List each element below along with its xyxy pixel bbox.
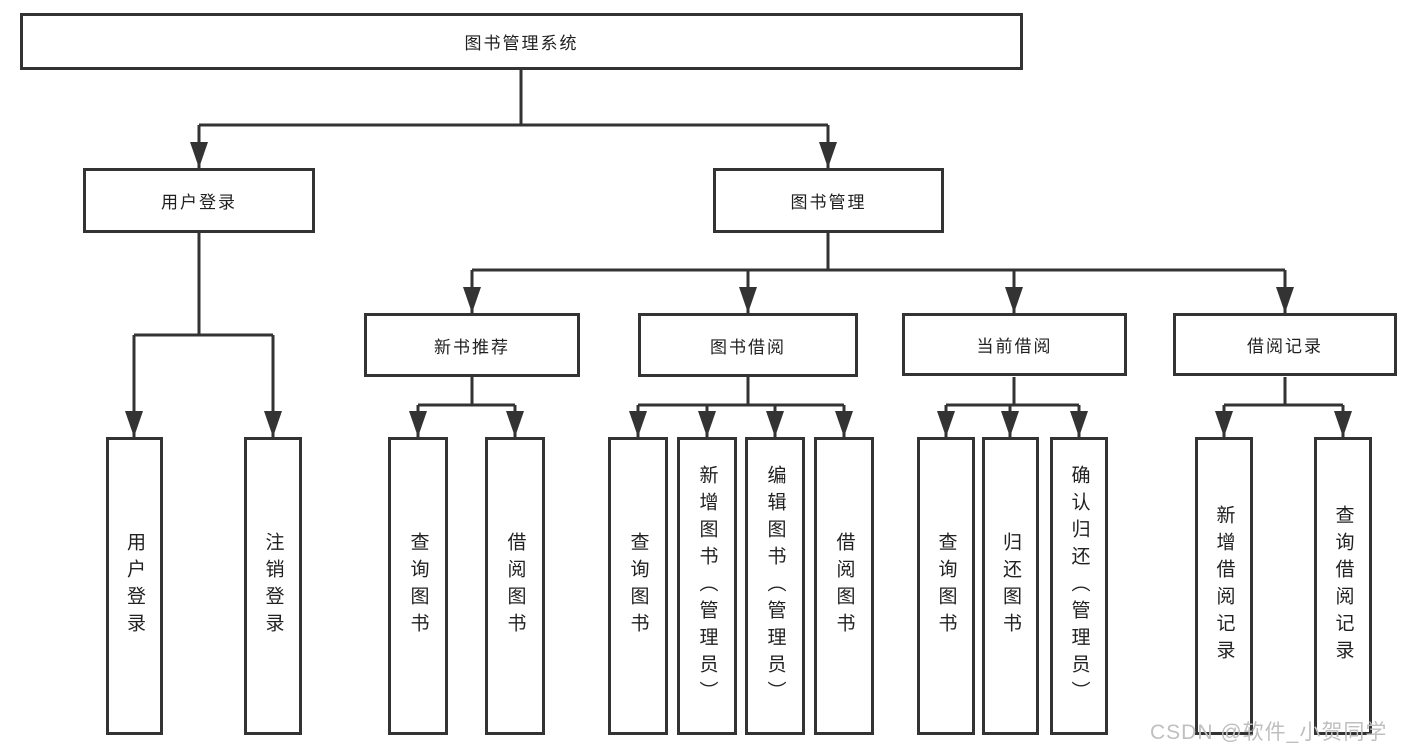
node-user-login: 用户登录 bbox=[83, 168, 315, 233]
arrowhead-icon bbox=[409, 411, 427, 437]
node-borrowing-records-label: 借阅记录 bbox=[1247, 337, 1323, 356]
node-root-library-system: 图书管理系统 bbox=[20, 13, 1023, 70]
connector-book-mgmt-to-level3 bbox=[463, 233, 1294, 313]
arrowhead-icon bbox=[629, 411, 647, 437]
connector-root-to-level2 bbox=[190, 70, 837, 168]
arrowhead-icon bbox=[264, 411, 282, 437]
arrowhead-icon bbox=[1276, 287, 1294, 313]
connector-new-book-rec-to-leaves bbox=[409, 377, 524, 437]
leaf-bb-query-books-label: 查询图书 bbox=[627, 532, 649, 640]
leaf-logout-label: 注销登录 bbox=[262, 532, 284, 640]
leaf-cb-confirm-return-admin-label: 确认归还（管理员） bbox=[1068, 464, 1090, 708]
leaf-rec-query-books-label: 查询图书 bbox=[407, 532, 429, 640]
leaf-br-add-record-label: 新增借阅记录 bbox=[1213, 505, 1235, 667]
node-book-borrowing-label: 图书借阅 bbox=[710, 337, 786, 357]
leaf-rec-query-books: 查询图书 bbox=[388, 437, 448, 735]
arrowhead-icon bbox=[1005, 287, 1023, 313]
arrowhead-icon bbox=[190, 142, 208, 168]
connector-borrow-record-to-leaves bbox=[1215, 377, 1352, 437]
leaf-cb-query-books-label: 查询图书 bbox=[935, 532, 957, 640]
node-book-management-label: 图书管理 bbox=[790, 193, 867, 212]
leaf-rec-borrow-books-label: 借阅图书 bbox=[504, 532, 526, 640]
leaf-bb-query-books: 查询图书 bbox=[608, 437, 668, 735]
leaf-logout: 注销登录 bbox=[244, 437, 302, 735]
node-root-label: 图书管理系统 bbox=[464, 34, 579, 53]
arrowhead-icon bbox=[698, 411, 716, 437]
leaf-br-add-record: 新增借阅记录 bbox=[1195, 437, 1253, 735]
arrowhead-icon bbox=[937, 411, 955, 437]
node-current-borrowing-label: 当前借阅 bbox=[976, 337, 1053, 356]
arrowhead-icon bbox=[766, 411, 784, 437]
arrowhead-icon bbox=[1001, 411, 1019, 437]
leaf-bb-edit-books-admin-label: 编辑图书（管理员） bbox=[764, 464, 786, 708]
leaf-cb-confirm-return-admin: 确认归还（管理员） bbox=[1050, 437, 1108, 735]
arrowhead-icon bbox=[1215, 411, 1233, 437]
node-book-borrowing: 图书借阅 bbox=[638, 313, 858, 377]
watermark: CSDN @软件_小贺同学 bbox=[1150, 721, 1388, 744]
node-user-login-label: 用户登录 bbox=[161, 193, 237, 212]
leaf-bb-edit-books-admin: 编辑图书（管理员） bbox=[745, 437, 805, 735]
connector-book-borrow-to-leaves bbox=[629, 377, 853, 437]
leaf-rec-borrow-books: 借阅图书 bbox=[485, 437, 545, 735]
node-book-management: 图书管理 bbox=[713, 168, 944, 233]
arrowhead-icon bbox=[125, 411, 143, 437]
connector-user-login-to-leaves bbox=[125, 233, 282, 437]
connector-current-borrow-to-leaves bbox=[937, 377, 1088, 437]
leaf-cb-query-books: 查询图书 bbox=[917, 437, 975, 735]
leaf-user-login-label: 用户登录 bbox=[124, 532, 145, 640]
arrowhead-icon bbox=[463, 287, 481, 313]
arrowhead-icon bbox=[819, 142, 837, 168]
leaf-bb-add-books-admin-label: 新增图书（管理员） bbox=[696, 464, 718, 708]
arrowhead-icon bbox=[506, 411, 524, 437]
leaf-bb-add-books-admin: 新增图书（管理员） bbox=[677, 437, 737, 735]
leaf-cb-return-books-label: 归还图书 bbox=[1000, 532, 1021, 640]
node-current-borrowing: 当前借阅 bbox=[902, 313, 1127, 376]
leaf-bb-borrow-books-label: 借阅图书 bbox=[833, 532, 855, 640]
leaf-br-query-record: 查询借阅记录 bbox=[1314, 437, 1372, 735]
arrowhead-icon bbox=[835, 411, 853, 437]
leaf-user-login: 用户登录 bbox=[106, 437, 163, 735]
arrowhead-icon bbox=[1334, 411, 1352, 437]
arrowhead-icon bbox=[1070, 411, 1088, 437]
node-new-book-recommend: 新书推荐 bbox=[364, 313, 580, 377]
leaf-br-query-record-label: 查询借阅记录 bbox=[1332, 505, 1354, 667]
node-new-book-recommend-label: 新书推荐 bbox=[434, 337, 510, 357]
leaf-bb-borrow-books: 借阅图书 bbox=[814, 437, 874, 735]
node-borrowing-records: 借阅记录 bbox=[1173, 313, 1397, 376]
leaf-cb-return-books: 归还图书 bbox=[982, 437, 1039, 735]
arrowhead-icon bbox=[739, 287, 757, 313]
